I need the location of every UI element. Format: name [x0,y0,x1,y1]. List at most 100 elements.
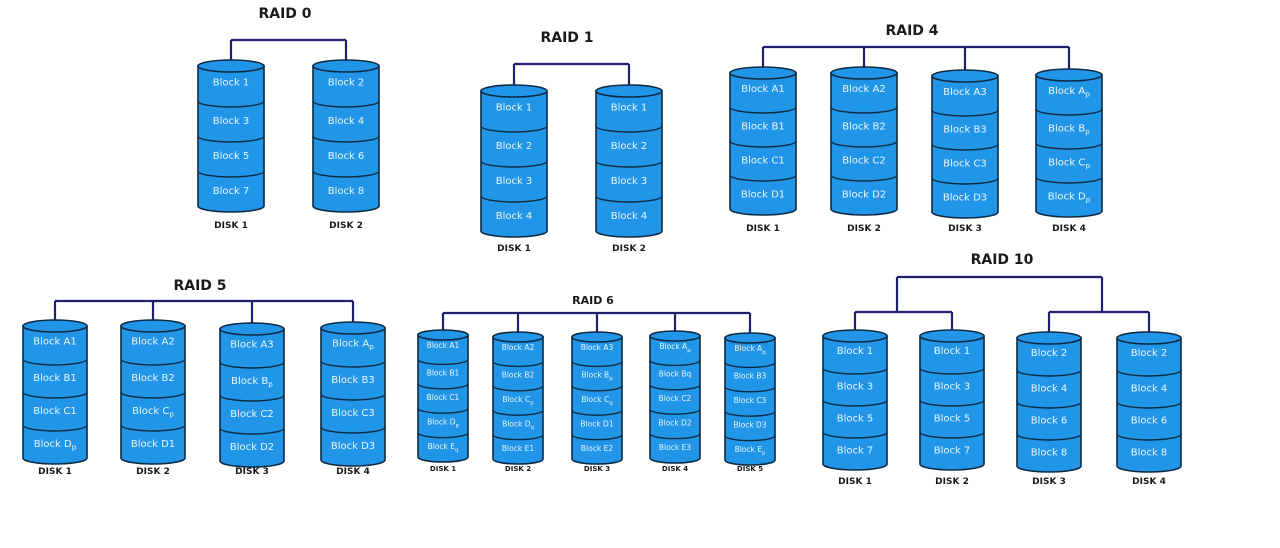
raid5-disk-label: DISK 2 [136,467,170,477]
block-separator [22,358,88,366]
block-separator [492,409,544,416]
block-separator [480,195,548,203]
raid0-disk-label: DISK 1 [214,221,248,231]
cylinder-top [649,330,701,342]
raid1-disk-label: DISK 1 [497,244,531,254]
block-label: Block 1 [496,103,533,114]
block-separator [312,135,380,143]
block-separator [822,431,888,439]
block-label: Block B1 [741,122,784,133]
raid4-title: RAID 4 [885,23,939,39]
block-label: Block E3 [659,443,691,452]
block-separator [320,360,386,368]
block-separator [1035,176,1103,184]
block-separator [1016,369,1082,377]
cylinder-body [1116,337,1182,473]
block-separator [571,434,623,441]
raid5-disk-label: DISK 1 [38,467,72,477]
cylinder-top [219,322,285,336]
raid10-title: RAID 10 [970,252,1034,268]
raid6-disk-label: DISK 3 [583,465,611,473]
block-separator [649,433,701,440]
block-label: Block Cp [1048,158,1090,171]
block-label: Block D3 [331,441,375,452]
block-separator [931,109,999,117]
block-label: Block Aq [734,344,765,355]
block-separator [1116,401,1182,409]
cylinder-body [919,335,985,471]
block-label: Block D1 [741,190,785,201]
block-label: Block 4 [496,211,533,222]
block-separator [417,383,469,390]
block-label: Block 7 [213,186,250,197]
cylinder-top [1016,331,1082,345]
cylinder-top [197,59,265,73]
block-label: Block 1 [837,346,874,357]
block-separator [822,367,888,375]
block-label: Block 8 [1131,448,1168,459]
block-label: Block Dq [502,419,534,430]
block-separator [649,384,701,391]
block-label: Block A3 [943,87,986,98]
block-label: Block 7 [934,446,971,457]
block-label: Block 3 [213,116,250,127]
block-label: Block 2 [1131,348,1168,359]
cylinder-top [417,329,469,341]
block-label: Block Ep [735,445,766,456]
block-label: Block 5 [213,151,250,162]
cylinder-top [595,84,663,98]
block-label: Block 6 [1131,416,1168,427]
block-label: Block 8 [328,186,365,197]
block-separator [830,106,898,114]
cylinder-top [120,319,186,333]
block-separator [22,424,88,432]
block-label: Block D1 [131,439,175,450]
block-label: Block D2 [658,418,691,427]
cylinder-top [480,84,548,98]
cylinder-body [197,65,265,213]
block-label: Block D2 [230,442,274,453]
raid6-disk-label: DISK 5 [736,465,764,473]
block-label: Block 2 [328,78,365,89]
block-separator [197,100,265,108]
block-label: Block A2 [131,337,174,348]
block-label: Block 6 [1031,416,1068,427]
cylinder-top [1116,331,1182,345]
block-separator [931,177,999,185]
cylinder-top [571,331,623,343]
block-label: Block Eq [428,442,459,453]
block-separator [197,135,265,143]
block-separator [830,174,898,182]
raid6-disk-label: DISK 1 [429,465,457,473]
block-label: Block D3 [733,420,766,429]
cylinder-body [219,328,285,468]
raid5-disk-label: DISK 4 [336,467,370,477]
raid10-disk-label: DISK 3 [1032,477,1066,487]
block-label: Block 4 [1131,384,1168,395]
block-separator [320,393,386,401]
block-separator [595,195,663,203]
block-label: Block Cq [581,395,612,406]
block-separator [417,407,469,414]
block-label: Block 2 [496,141,533,152]
block-label: Block A2 [842,84,885,95]
cylinder-body [649,335,701,464]
block-label: Block 4 [328,116,365,127]
block-label: Block E2 [581,444,613,453]
block-label: Block Dp [1048,192,1091,205]
block-separator [919,431,985,439]
block-label: Block 1 [611,103,648,114]
block-separator [492,385,544,392]
raid5-title: RAID 5 [173,278,227,294]
